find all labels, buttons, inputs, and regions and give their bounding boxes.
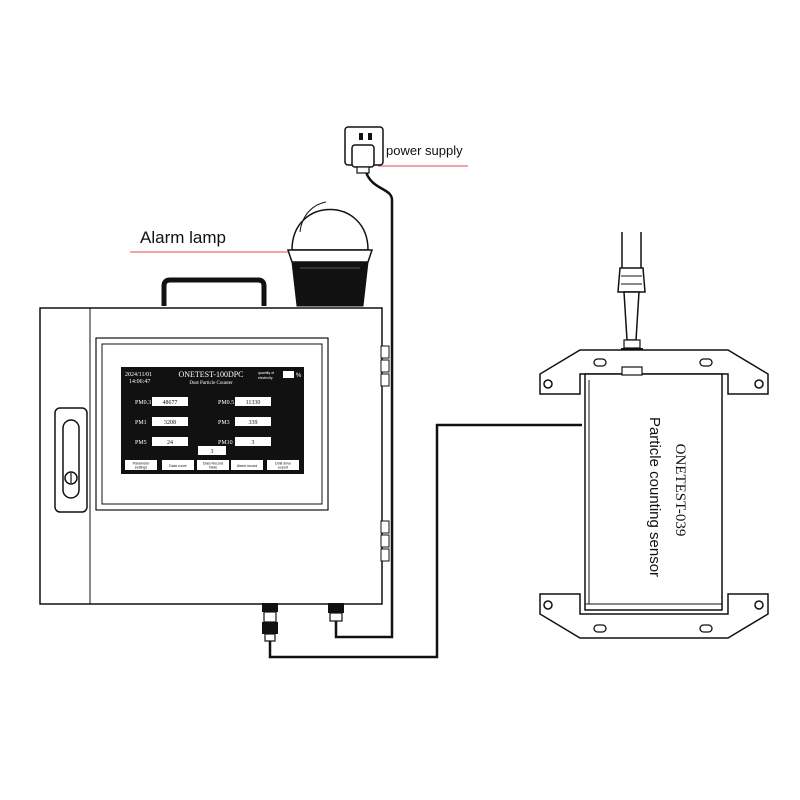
screen-button-label: Data Record: [203, 462, 223, 466]
reading-value-box: [235, 417, 271, 426]
screen-button-frame[interactable]: [162, 460, 194, 470]
sensor-cable: [268, 423, 582, 659]
alarm-lamp: [286, 201, 374, 307]
reading-value-box: [152, 397, 188, 406]
reading-value-box: [235, 437, 271, 446]
screen-time: 14:06:47: [129, 379, 150, 385]
reading-value: 24: [167, 440, 173, 446]
cabinet-carry-handle: [161, 277, 267, 306]
screen-button-label: settings: [135, 466, 148, 470]
power-supply-label: power supply: [386, 143, 463, 158]
screen-subtitle: Dust Particle Counter: [189, 381, 233, 386]
power-supply-adapter: [344, 126, 384, 174]
screen-button-label: USB drive: [275, 462, 291, 466]
screen-button-frame[interactable]: [267, 460, 299, 470]
reading-value: 48677: [163, 400, 178, 406]
power-cable: [334, 171, 394, 639]
screen-date: 2024/11/01: [125, 372, 152, 378]
screen-button-label: Parameter: [133, 462, 151, 466]
reading-label: PM3: [218, 420, 230, 426]
battery-percent: %: [296, 373, 302, 379]
screen-button-label: export: [278, 466, 288, 470]
sensor-input-cable: [617, 232, 646, 369]
particle-sensor: ONETEST-039 Particle counting sensor: [539, 349, 769, 639]
reading-label: PM10: [218, 440, 233, 446]
screen-button-label: Table: [209, 466, 218, 470]
reading-label: PM5: [135, 440, 147, 446]
reading-label: PM1: [135, 420, 147, 426]
screen-button[interactable]: Alarm record: [231, 460, 263, 470]
touch-screen[interactable]: 2024/11/01 14:06:47 ONETEST-100DPC Dust …: [121, 367, 304, 474]
screen-button-frame[interactable]: [125, 460, 157, 470]
door-latch[interactable]: [54, 407, 88, 513]
reading-label: PM0.3: [135, 400, 151, 406]
reading-value: 3208: [164, 420, 176, 426]
screen-title: ONETEST-100DPC: [178, 370, 243, 379]
reading-value: 3: [252, 440, 255, 446]
reading-value-box: [152, 417, 188, 426]
sensor-model: ONETEST-039: [672, 444, 688, 537]
screen-button-frame[interactable]: [197, 460, 229, 470]
power-cable-connector: [328, 603, 344, 622]
battery-indicator: [283, 371, 294, 378]
sensor-description: Particle counting sensor: [646, 417, 663, 577]
screen-button-frame[interactable]: [231, 460, 263, 470]
reading-label: PM0.5: [218, 400, 234, 406]
center-value-box: [198, 446, 226, 455]
alarm-lamp-label: Alarm lamp: [140, 228, 226, 247]
reading-value: 11330: [246, 400, 261, 406]
reading-value-box: [235, 397, 271, 406]
screen-button-label: Alarm record: [237, 464, 258, 468]
reading-value: 339: [249, 420, 258, 426]
battery-status-bottom: electricity: [258, 376, 273, 380]
screen-button[interactable]: Data curve: [162, 460, 194, 470]
battery-status-top: quantity of: [258, 371, 274, 375]
reading-value-box: [152, 437, 188, 446]
sensor-cable-connector: [262, 603, 278, 642]
center-value: 3: [211, 449, 214, 455]
screen-button-label: Data curve: [169, 464, 186, 468]
